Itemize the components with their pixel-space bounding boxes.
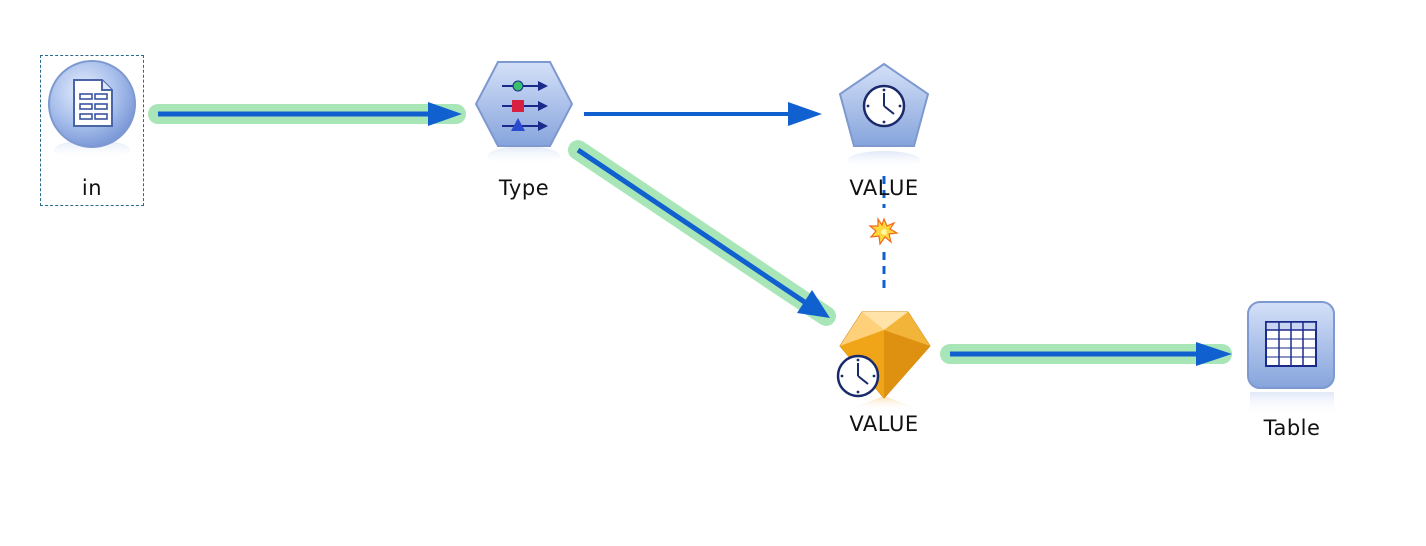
node-label-table[interactable]: Table — [1263, 416, 1321, 440]
time-series-modeling-icon — [862, 84, 906, 128]
node-label-value-model[interactable]: VALUE — [849, 176, 919, 200]
node-table[interactable] — [1247, 301, 1335, 416]
node-value-nugget[interactable] — [836, 311, 931, 410]
node-label-in[interactable]: in — [81, 176, 103, 200]
node-label-type[interactable]: Type — [498, 176, 550, 200]
link-nugget-to-table[interactable] — [940, 342, 1232, 366]
file-source-icon — [73, 79, 113, 127]
link-type-to-value-model[interactable] — [584, 102, 822, 126]
link-in-to-type[interactable] — [148, 102, 466, 126]
model-link-dashed — [868, 176, 899, 292]
node-label-value-nugget[interactable]: VALUE — [849, 412, 919, 436]
clock-badge-icon — [836, 354, 880, 398]
node-value-model[interactable] — [838, 62, 930, 169]
link-type-to-value-nugget[interactable] — [568, 140, 836, 326]
refresh-spark-icon — [868, 217, 899, 246]
node-in[interactable] — [48, 60, 136, 160]
selection-marquee — [40, 55, 144, 206]
table-output-icon — [1265, 321, 1317, 367]
type-node-icon — [502, 80, 548, 131]
node-type[interactable] — [474, 61, 574, 166]
